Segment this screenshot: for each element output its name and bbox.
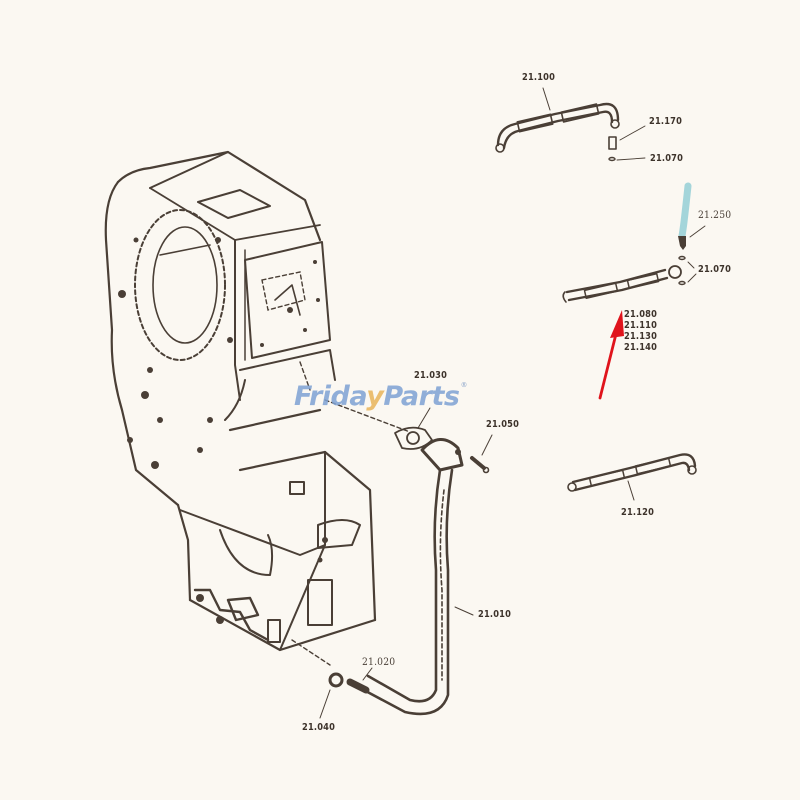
watermark-text-1: Frida [294,381,367,412]
pipe-21010 [358,438,474,716]
assembly-line [324,399,411,433]
bolt-21050 [470,434,493,474]
label-21140: 21.140 [624,342,658,353]
label-21080: 21.080 [624,309,658,320]
watermark-logo: FridayParts® [294,381,467,412]
hose-21080 [562,261,697,303]
fitting-21170 [608,125,646,162]
label-21040: 21.040 [302,722,336,733]
label-21120: 21.120 [621,507,655,518]
transmission-housing [104,150,377,652]
registered-mark: ® [460,381,467,389]
label-21130: 21.130 [624,331,658,342]
label-21170: 21.170 [649,116,683,127]
assembly-line [291,639,331,666]
annotation-arrow [598,310,624,400]
hose-21100 [495,87,620,153]
watermark-text-2: Parts [383,381,460,412]
label-21030: 21.030 [414,370,448,381]
label-21010: 21.010 [478,609,512,620]
fitting-21250 [678,182,706,261]
label-21050: 21.050 [486,419,520,430]
watermark-accent: y [366,381,384,412]
fitting-21020 [346,667,373,694]
label-21070-top: 21.070 [650,153,684,164]
label-21020: 21.020 [362,657,396,668]
washer-21040 [319,672,344,719]
gasket-21030 [394,407,433,450]
label-21100: 21.100 [522,72,556,83]
label-group-hose-variants: 21.080 21.110 21.130 21.140 [624,309,660,353]
hose-21120 [567,453,697,501]
label-21250: 21.250 [698,210,732,221]
label-21110: 21.110 [624,320,658,331]
label-21070-mid: 21.070 [698,264,732,275]
